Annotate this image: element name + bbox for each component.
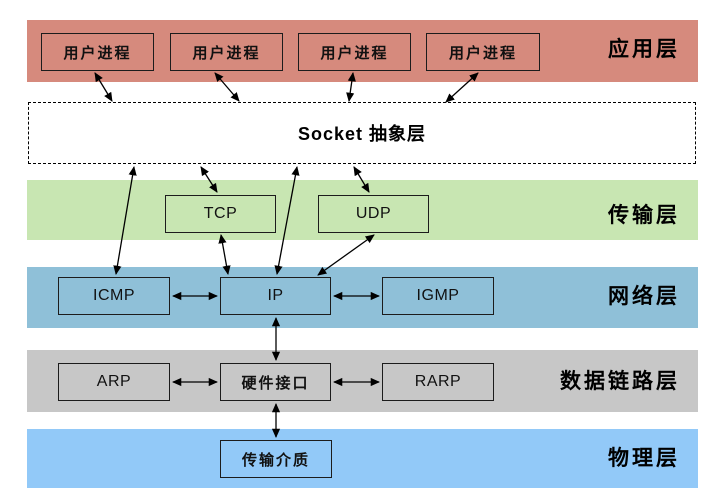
node-udp: UDP bbox=[318, 195, 429, 233]
node-user-process-3: 用户进程 bbox=[298, 33, 411, 71]
node-user-process-1: 用户进程 bbox=[41, 33, 154, 71]
label-datalink-layer: 数据链路层 bbox=[560, 370, 680, 393]
node-arp: ARP bbox=[58, 363, 170, 401]
label-physical-layer: 物理层 bbox=[608, 447, 680, 470]
node-transmission-medium: 传输介质 bbox=[220, 440, 332, 478]
node-user-process-2: 用户进程 bbox=[170, 33, 283, 71]
socket-abstraction-label: Socket 抽象层 bbox=[297, 124, 427, 144]
node-icmp: ICMP bbox=[58, 277, 170, 315]
node-tcp: TCP bbox=[165, 195, 276, 233]
label-transport-layer: 传输层 bbox=[608, 204, 680, 227]
node-ip: IP bbox=[220, 277, 331, 315]
socket-abstraction-box: Socket 抽象层 bbox=[28, 102, 696, 164]
node-user-process-4: 用户进程 bbox=[426, 33, 540, 71]
node-hardware-interface: 硬件接口 bbox=[220, 363, 331, 401]
band-physical-layer bbox=[27, 429, 698, 488]
label-network-layer: 网络层 bbox=[608, 285, 680, 308]
node-rarp: RARP bbox=[382, 363, 494, 401]
label-application-layer: 应用层 bbox=[608, 38, 680, 61]
node-igmp: IGMP bbox=[382, 277, 494, 315]
